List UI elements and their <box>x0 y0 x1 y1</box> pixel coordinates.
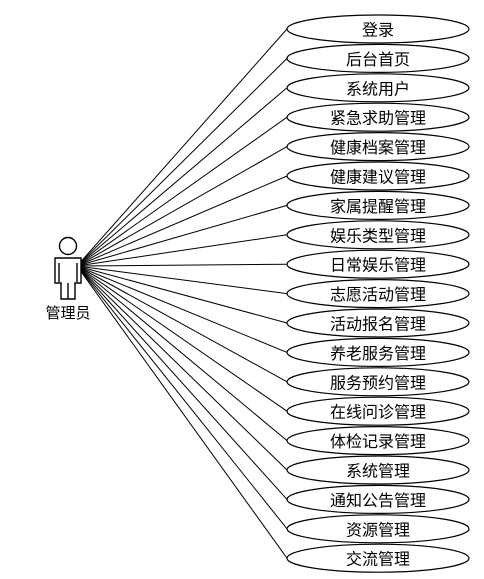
use-case-ellipse <box>286 132 470 162</box>
actor-head <box>58 236 78 256</box>
use-case-ellipse <box>286 161 470 191</box>
use-case-label: 系统管理 <box>346 462 410 481</box>
association-line <box>76 265 288 441</box>
use-case: 紧急求助管理 <box>286 102 470 132</box>
use-case-ellipse <box>286 190 470 220</box>
association-line <box>76 265 288 353</box>
use-case-label: 养老服务管理 <box>330 344 426 363</box>
association-line <box>76 265 288 471</box>
use-case: 健康档案管理 <box>286 132 470 162</box>
use-case-label: 日常娱乐管理 <box>330 256 426 275</box>
association-line <box>76 116 288 267</box>
use-case-ellipse <box>286 367 470 397</box>
association-line <box>76 265 288 412</box>
use-case-ellipse <box>286 514 470 544</box>
use-case: 娱乐类型管理 <box>286 220 470 250</box>
use-case: 服务预约管理 <box>286 367 470 397</box>
use-case-ellipse <box>286 73 470 103</box>
association-line <box>76 265 288 295</box>
use-case: 系统管理 <box>286 455 470 485</box>
use-case-ellipse <box>286 337 470 367</box>
association-line <box>76 58 288 267</box>
use-case-ellipse <box>286 249 470 279</box>
association-line <box>76 265 288 559</box>
use-case-label: 资源管理 <box>346 520 410 539</box>
association-line <box>76 265 288 500</box>
use-case-label: 服务预约管理 <box>330 373 426 392</box>
use-case-ellipse <box>286 396 470 426</box>
use-case: 家属提醒管理 <box>286 190 470 220</box>
use-case: 在线问诊管理 <box>286 396 470 426</box>
use-case-ellipse <box>286 426 470 456</box>
association-line <box>76 265 288 383</box>
use-case-ellipse <box>286 102 470 132</box>
use-case: 志愿活动管理 <box>286 279 470 309</box>
use-case-list: 登录后台首页系统用户紧急求助管理健康档案管理健康建议管理家属提醒管理娱乐类型管理… <box>286 14 470 573</box>
use-case: 体检记录管理 <box>286 426 470 456</box>
use-case: 系统用户 <box>286 73 470 103</box>
use-case-label: 系统用户 <box>346 79 410 98</box>
use-case: 交流管理 <box>286 543 470 573</box>
use-case-label: 体检记录管理 <box>330 432 426 451</box>
use-case-label: 紧急求助管理 <box>330 109 426 128</box>
association-line <box>76 234 288 267</box>
use-case: 通知公告管理 <box>286 484 470 514</box>
use-case-ellipse <box>286 279 470 309</box>
use-case-ellipse <box>286 14 470 44</box>
use-case-label: 娱乐类型管理 <box>330 226 426 245</box>
use-case-label: 健康建议管理 <box>330 168 426 187</box>
association-line <box>76 87 288 267</box>
use-case-label: 家属提醒管理 <box>330 197 426 216</box>
use-case-label: 在线问诊管理 <box>330 403 426 422</box>
association-line <box>76 28 288 267</box>
use-case: 日常娱乐管理 <box>286 249 470 279</box>
use-case-label: 活动报名管理 <box>330 315 426 334</box>
association-line <box>76 263 288 267</box>
use-case-ellipse <box>286 484 470 514</box>
association-line <box>76 175 288 267</box>
use-case-ellipse <box>286 543 470 573</box>
association-lines <box>76 28 288 559</box>
use-case: 资源管理 <box>286 514 470 544</box>
association-line <box>76 265 288 324</box>
use-case-label: 后台首页 <box>346 50 410 69</box>
association-line <box>76 204 288 267</box>
actor-figure: 管理员 <box>45 236 91 322</box>
actor-body <box>54 257 82 300</box>
use-case-label: 交流管理 <box>346 550 410 569</box>
use-case-label: 健康档案管理 <box>330 138 426 157</box>
actor-name: 管理员 <box>45 304 90 322</box>
use-case: 后台首页 <box>286 43 470 74</box>
use-case: 养老服务管理 <box>286 337 470 367</box>
use-case-ellipse <box>286 455 470 485</box>
use-case-ellipse <box>286 220 470 250</box>
use-case-label: 登录 <box>362 21 394 40</box>
use-case-label: 通知公告管理 <box>330 491 426 510</box>
use-case: 登录 <box>286 14 470 44</box>
use-case: 活动报名管理 <box>286 308 470 338</box>
use-case-ellipse <box>286 308 470 338</box>
use-case: 健康建议管理 <box>286 161 470 191</box>
use-case-ellipse <box>286 43 470 74</box>
association-line <box>76 265 288 530</box>
association-line <box>76 146 288 267</box>
use-case-label: 志愿活动管理 <box>330 285 426 304</box>
